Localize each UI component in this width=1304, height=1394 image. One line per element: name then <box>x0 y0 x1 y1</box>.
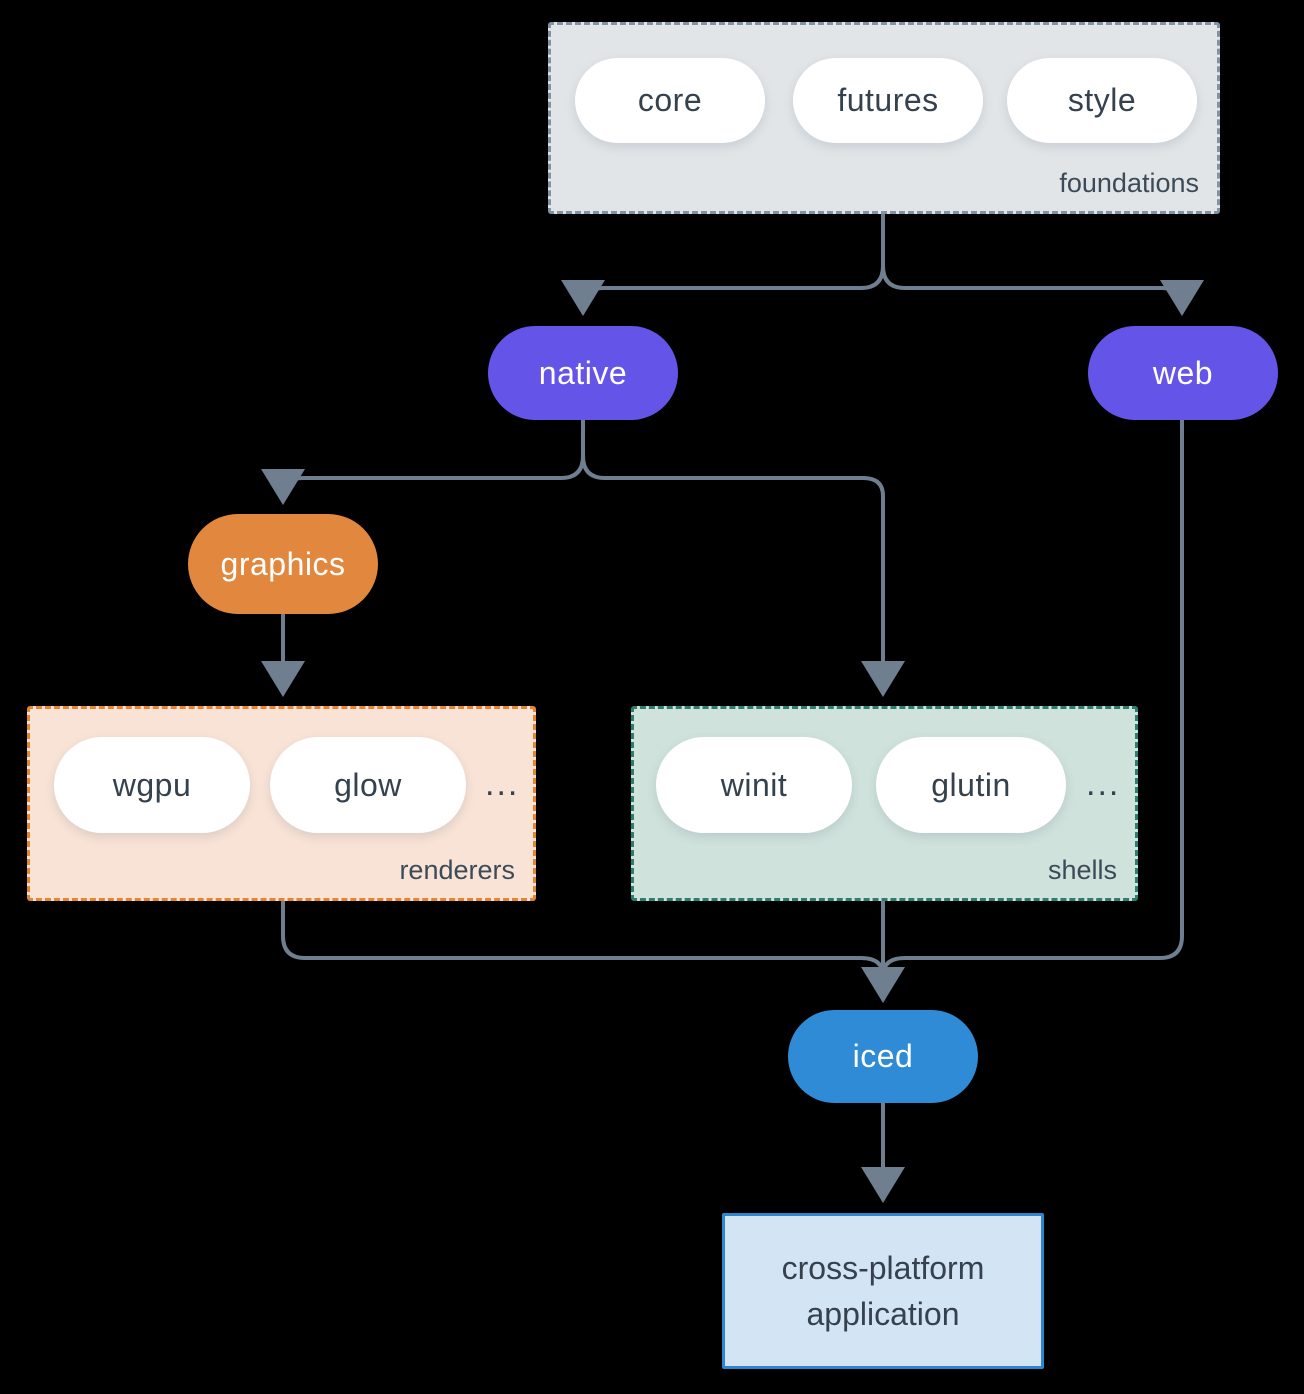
renderers-label: renderers <box>399 855 515 885</box>
node-wgpu: wgpu <box>54 737 250 833</box>
shells-label: shells <box>1047 855 1117 885</box>
foundations-label: foundations <box>1059 168 1199 198</box>
node-winit: winit <box>656 737 852 833</box>
edge-foundations-web <box>881 213 1204 316</box>
app-label-line1: cross-platform <box>781 1249 985 1286</box>
edge-native-shells <box>581 418 905 697</box>
shells-group: winit glutin ... shells <box>631 706 1138 901</box>
edge-web-iced <box>881 418 1184 978</box>
node-core: core <box>575 58 765 143</box>
node-glow: glow <box>270 737 466 833</box>
foundations-group: core futures style foundations <box>548 22 1220 214</box>
node-native: native <box>488 326 678 420</box>
renderers-ellipsis: ... <box>485 765 520 803</box>
app-label-line2: application <box>806 1296 960 1332</box>
node-graphics: graphics <box>188 514 378 614</box>
node-style: style <box>1007 58 1197 143</box>
node-iced: iced <box>788 1010 978 1103</box>
renderers-group: wgpu glow ... renderers <box>27 706 536 901</box>
node-futures: futures <box>793 58 983 143</box>
edge-foundations-native <box>561 213 885 316</box>
cross-platform-application-box: cross-platform application <box>722 1213 1044 1369</box>
node-web: web <box>1088 326 1278 420</box>
shells-ellipsis: ... <box>1086 765 1121 803</box>
edge-renderers-iced <box>281 899 885 978</box>
edge-native-graphics <box>261 418 585 505</box>
node-glutin: glutin <box>876 737 1066 833</box>
